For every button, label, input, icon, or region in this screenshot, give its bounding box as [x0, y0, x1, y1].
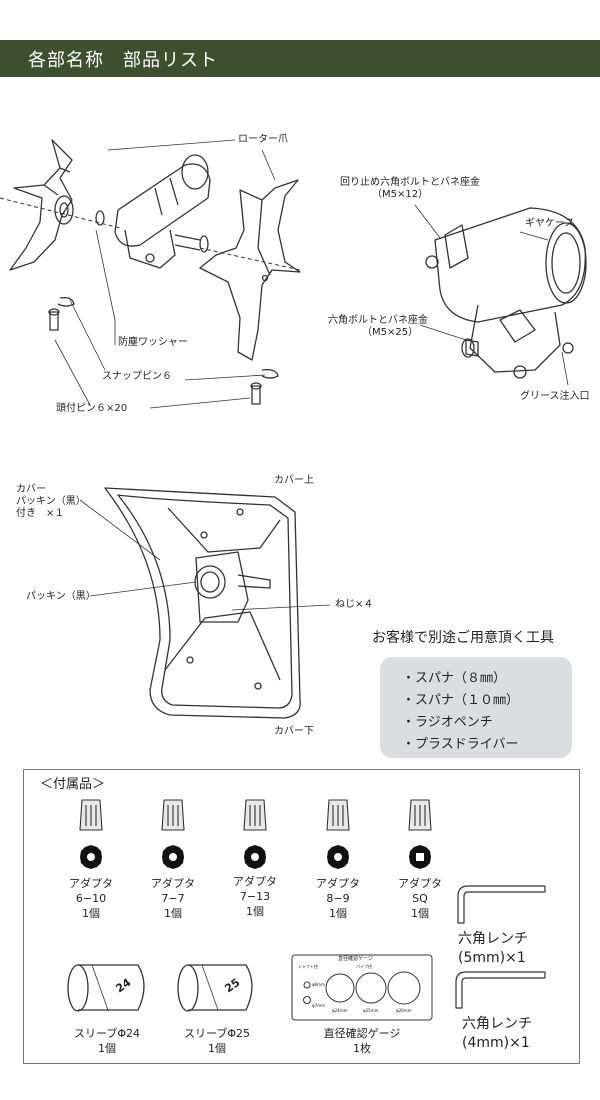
label-packing: パッキン（黒）	[26, 591, 96, 602]
label-head-pin: 頭付ピン６×20	[56, 403, 128, 414]
gauge-p1: φ24mm	[332, 1008, 348, 1013]
label-snap-pin: スナップピン６	[102, 371, 172, 382]
gauge-s2: φ7mm	[312, 1003, 325, 1008]
label-screw: ねじ×４	[335, 599, 374, 610]
label-cover-packing-3: 付き ×１	[16, 508, 65, 519]
adapter-3-shape	[244, 845, 266, 869]
adapter-3-label: アダプタ 7−13 1個	[233, 875, 277, 918]
label-cover-bottom: カバー下	[274, 726, 314, 737]
label-grease-inlet: グリース注入口	[520, 391, 590, 402]
sleeve-25-drawing	[177, 964, 253, 1012]
adapter-1-drawing	[79, 799, 103, 831]
label-cover-packing-2: パッキン（黒）	[16, 496, 86, 507]
adapter-4-drawing	[326, 799, 350, 831]
label-cover-top: カバー上	[274, 475, 314, 486]
adapter-1-label: アダプタ 6−10 1個	[69, 877, 113, 920]
tool-item: ・ラジオペンチ	[402, 715, 493, 730]
adapter-3-drawing	[243, 799, 267, 831]
gauge-drawing	[291, 954, 433, 1021]
label-hex-bolt-size: （M5×25）	[362, 327, 419, 338]
tool-item: ・スパナ（８㎜）	[402, 671, 507, 686]
wrench-4mm-label: 六角レンチ (4mm)×1	[462, 1016, 532, 1051]
sleeve-24-label: スリーブΦ24 1個	[74, 1027, 140, 1055]
label-rotor-claw: ローター爪	[238, 134, 288, 145]
label-cover-packing-1: カバー	[16, 484, 46, 495]
wrench-5mm-drawing	[457, 885, 546, 924]
wrench-5mm-label: 六角レンチ (5mm)×1	[458, 931, 528, 966]
tool-item: ・スパナ（１０㎜）	[402, 693, 520, 708]
cover-drawing	[79, 487, 331, 719]
label-gear-case: ギヤケース	[525, 218, 575, 229]
tools-box	[380, 657, 572, 758]
wrench-4mm-drawing	[455, 971, 546, 1009]
label-lock-bolt-size: （M5×12）	[372, 189, 429, 200]
sleeve-24-drawing	[67, 964, 145, 1012]
label-dust-washer: 防塵ワッシャー	[118, 337, 188, 348]
gauge-title: 直径確認ゲージ	[338, 956, 373, 962]
page-header: 各部名称 部品リスト	[0, 40, 600, 77]
gearcase-drawing	[414, 204, 587, 386]
adapter-5-shape	[409, 845, 431, 869]
tools-title: お客様で別途ご用意頂く工具	[372, 630, 554, 646]
gauge-p3: φ26mm	[396, 1008, 412, 1013]
gauge-s1: φ6mm	[312, 982, 325, 987]
adapter-5-drawing	[408, 799, 432, 831]
sleeve-25-label: スリーブΦ25 1個	[184, 1027, 250, 1055]
adapter-5-label: アダプタ SQ 1個	[398, 877, 442, 920]
adapter-2-shape	[162, 845, 184, 869]
gauge-p2: φ25mm	[363, 1008, 379, 1013]
tiller-drawing	[0, 139, 301, 409]
gauge-shaft-label: シャフト径	[298, 964, 318, 969]
adapter-2-drawing	[161, 799, 185, 831]
accessory-drawings	[79, 799, 432, 831]
adapter-4-shape	[327, 845, 349, 869]
accessories-box	[23, 769, 580, 1064]
adapter-1-shape	[80, 845, 102, 869]
gauge-label: 直径確認ゲージ 1枚	[323, 1027, 401, 1055]
tool-item: ・プラスドライバー	[402, 737, 519, 752]
adapter-2-label: アダプタ 7−7 1個	[151, 877, 195, 920]
label-hex-bolt: 六角ボルトとバネ座金	[328, 315, 428, 326]
gauge-pipe-label: パイプ径	[356, 964, 372, 969]
accessories-title: ＜付属品＞	[40, 777, 106, 792]
adapter-4-label: アダプタ 8−9 1個	[316, 877, 360, 920]
label-lock-bolt: 回り止め六角ボルトとバネ座金	[340, 177, 480, 188]
page-title: 各部名称 部品リスト	[28, 50, 218, 71]
